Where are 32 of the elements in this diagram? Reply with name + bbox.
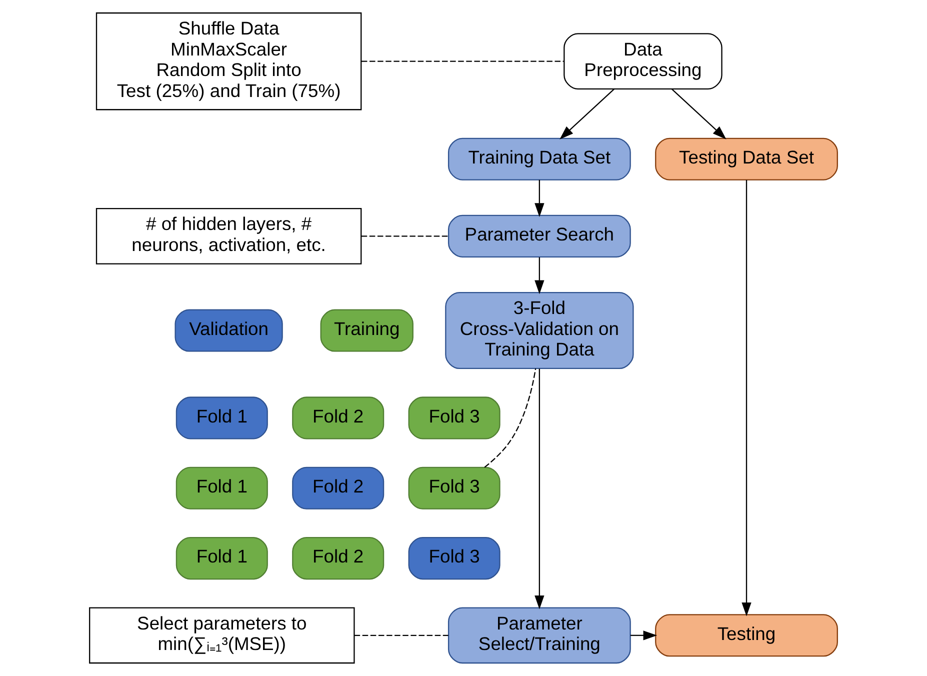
node-box: # of hidden layers, # neurons, activation, etc. bbox=[96, 208, 362, 264]
node-box: Fold 3 bbox=[408, 396, 500, 440]
node-box: Fold 1 bbox=[176, 396, 268, 440]
node-box: Fold 2 bbox=[292, 466, 384, 510]
node-box: Fold 3 bbox=[408, 537, 500, 580]
node-box: Fold 1 bbox=[176, 466, 268, 510]
arrow bbox=[560, 88, 615, 140]
connector bbox=[361, 60, 564, 62]
node-box: Training Data Set bbox=[448, 138, 631, 180]
node-box: Data Preprocessing bbox=[564, 33, 722, 90]
node-box: Testing bbox=[655, 614, 838, 657]
node-box: Shuffle Data MinMaxScaler Random Split into Test (25%) and Train (75%) bbox=[96, 12, 362, 110]
node-box: Fold 2 bbox=[292, 537, 384, 580]
node-box: Select parameters to min(∑ᵢ₌₁³(MSE)) bbox=[89, 607, 355, 664]
arrow bbox=[534, 180, 544, 217]
connector bbox=[354, 634, 448, 636]
node-box: Fold 3 bbox=[408, 466, 500, 510]
node-box: Parameter Search bbox=[448, 214, 631, 258]
node-box: 3-Fold Cross-Validation on Training Data bbox=[445, 292, 634, 370]
node-box: Testing Data Set bbox=[655, 138, 838, 180]
connector bbox=[484, 368, 536, 468]
node-box: Fold 1 bbox=[176, 537, 268, 580]
arrow bbox=[630, 630, 658, 640]
node-box: Fold 2 bbox=[292, 396, 384, 440]
node-box: Validation bbox=[174, 309, 283, 352]
arrow bbox=[671, 88, 726, 140]
connector bbox=[361, 236, 448, 237]
node-box: Parameter Select/Training bbox=[448, 607, 631, 664]
arrow bbox=[534, 368, 544, 610]
node-box: Training bbox=[320, 309, 414, 352]
arrow bbox=[742, 180, 752, 616]
arrow bbox=[534, 257, 544, 294]
